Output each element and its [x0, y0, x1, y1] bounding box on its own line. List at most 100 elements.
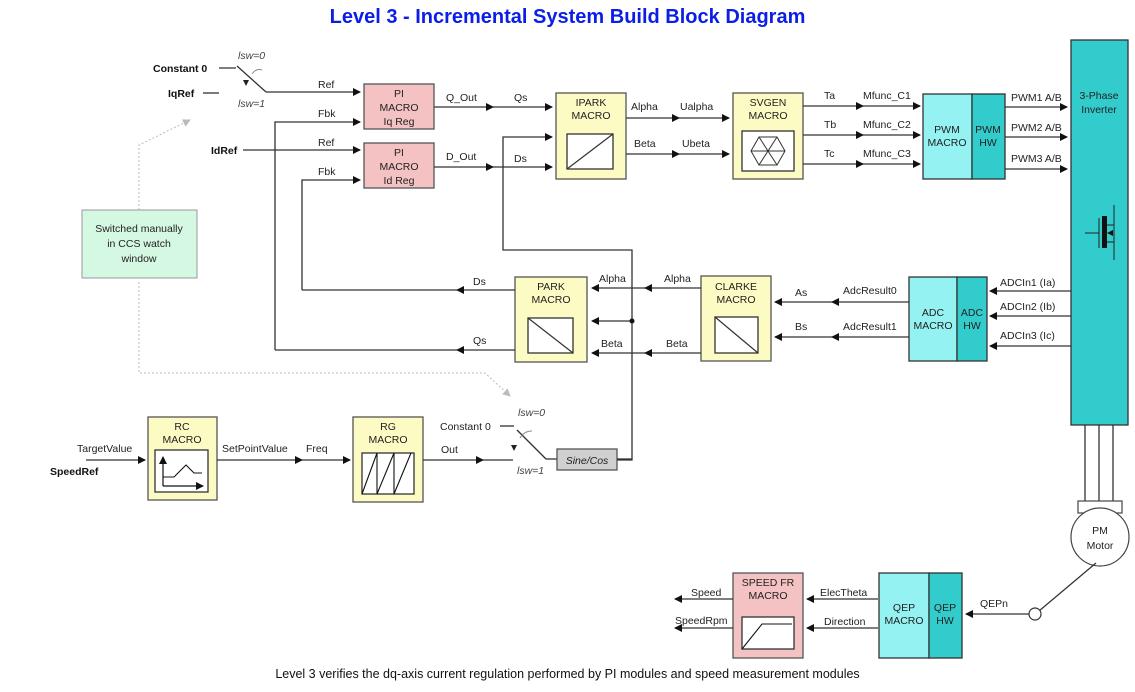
svg-text:Motor: Motor: [1087, 540, 1114, 552]
qep-macro-block[interactable]: QEP MACRO: [878, 572, 930, 659]
svg-text:MACRO: MACRO: [571, 110, 610, 122]
bottom-switch[interactable]: Constant 0 lsw=0 lsw=1: [440, 407, 547, 477]
mfunc-c2-label: Mfunc_C2: [863, 119, 911, 131]
pi-iq-reg-block[interactable]: PI MACRO Iq Reg: [363, 83, 435, 130]
svg-text:PI: PI: [394, 88, 404, 100]
idref-label: IdRef: [211, 145, 238, 157]
pwm-hw-block[interactable]: PWM HW: [971, 93, 1006, 180]
rc-macro-block[interactable]: RC MACRO: [147, 416, 218, 501]
svg-text:MACRO: MACRO: [748, 590, 787, 602]
ds-in-label: Ds: [514, 153, 527, 165]
adcin1-label: ADCIn1 (Ia): [1000, 277, 1055, 289]
svg-text:in CCS watch: in CCS watch: [107, 238, 171, 250]
fbk-id-label: Fbk: [318, 166, 336, 178]
speed-fr-macro-block[interactable]: SPEED FR MACRO: [732, 572, 804, 659]
svg-text:IPARK: IPARK: [576, 97, 607, 109]
ref-iq-label: Ref: [318, 79, 334, 91]
svg-text:window: window: [120, 253, 156, 265]
svg-text:Id Reg: Id Reg: [384, 175, 415, 187]
bs-label: Bs: [795, 321, 807, 333]
constant0-bottom-label: Constant 0: [440, 421, 491, 433]
svg-text:Switched manually: Switched manually: [95, 223, 183, 235]
bottom-lsw1-label: lsw=1: [517, 465, 544, 477]
top-switch[interactable]: Constant 0 IqRef lsw=0 lsw=1: [153, 50, 267, 110]
adcresult0-label: AdcResult0: [843, 285, 897, 297]
pm-motor[interactable]: PM Motor: [1070, 500, 1130, 567]
tb-label: Tb: [824, 119, 836, 131]
svg-text:ADC: ADC: [922, 307, 945, 319]
ubeta-label: Ubeta: [682, 138, 710, 150]
clarke-alpha-label: Alpha: [664, 273, 691, 285]
mfunc-c3-label: Mfunc_C3: [863, 148, 911, 160]
three-phase-inverter-block[interactable]: 3-Phase Inverter: [1070, 39, 1129, 426]
ta-label: Ta: [824, 90, 835, 102]
svg-text:HW: HW: [963, 320, 981, 332]
top-lsw0-label: lsw=0: [238, 50, 265, 62]
pwm2-label: PWM2 A/B: [1011, 122, 1062, 134]
beta-out-label: Beta: [634, 138, 656, 150]
iqref-label: IqRef: [168, 88, 195, 100]
ipark-block[interactable]: IPARK MACRO: [555, 92, 627, 180]
svg-text:PARK: PARK: [537, 281, 565, 293]
pwm3-label: PWM3 A/B: [1011, 153, 1062, 165]
svg-text:MACRO: MACRO: [531, 294, 570, 306]
sine-cos-block[interactable]: Sine/Cos: [556, 448, 618, 471]
ds-feedback-wire: [301, 176, 361, 290]
mosfet-icon: [1085, 205, 1115, 260]
speedref-label: SpeedRef: [50, 466, 99, 478]
pwm1-label: PWM1 A/B: [1011, 92, 1062, 104]
svg-text:MACRO: MACRO: [379, 102, 418, 114]
svg-text:SVGEN: SVGEN: [750, 97, 787, 109]
svg-text:SPEED FR: SPEED FR: [742, 577, 795, 589]
qs-feedback-wire: [274, 118, 361, 350]
bottom-lsw0-label: lsw=0: [518, 407, 545, 419]
svg-text:PI: PI: [394, 147, 404, 159]
annotation-dotted-lines: [138, 119, 511, 397]
tc-label: Tc: [824, 148, 835, 160]
svg-text:RC: RC: [174, 421, 190, 433]
switch-note: Switched manually in CCS watch window: [81, 209, 198, 279]
svg-text:Inverter: Inverter: [1081, 104, 1117, 116]
adc-macro-block[interactable]: ADC MACRO: [908, 276, 958, 362]
speed-label: Speed: [691, 587, 722, 599]
theta-wire: [502, 133, 633, 461]
pi-id-reg-block[interactable]: PI MACRO Id Reg: [363, 142, 435, 189]
mfunc-c1-label: Mfunc_C1: [863, 90, 911, 102]
park-block[interactable]: PARK MACRO: [514, 276, 588, 363]
alpha-out-label: Alpha: [631, 101, 658, 113]
clarke-block[interactable]: CLARKE MACRO: [700, 275, 772, 362]
rg-macro-block[interactable]: RG MACRO: [352, 416, 424, 503]
adcin2-label: ADCIn2 (Ib): [1000, 301, 1055, 313]
svg-text:ADC: ADC: [961, 307, 984, 319]
ualpha-label: Ualpha: [680, 101, 713, 113]
constant0-top-label: Constant 0: [153, 63, 207, 75]
svg-text:PWM: PWM: [934, 124, 960, 136]
svg-text:MACRO: MACRO: [162, 434, 201, 446]
svg-text:3-Phase: 3-Phase: [1079, 90, 1118, 102]
svg-text:QEP: QEP: [934, 602, 956, 614]
svgen-block[interactable]: SVGEN MACRO: [732, 92, 804, 180]
svg-text:MACRO: MACRO: [379, 161, 418, 173]
as-label: As: [795, 287, 807, 299]
park-ds-label: Ds: [473, 276, 486, 288]
encoder-icon: [1028, 607, 1042, 621]
svg-text:RG: RG: [380, 421, 396, 433]
top-switch-blade: [236, 65, 267, 93]
park-alpha-label: Alpha: [599, 273, 626, 285]
svg-text:MACRO: MACRO: [884, 615, 923, 627]
svg-text:CLARKE: CLARKE: [715, 281, 757, 293]
adc-hw-block[interactable]: ADC HW: [956, 276, 988, 362]
q-out-label: Q_Out: [446, 92, 477, 104]
park-qs-label: Qs: [473, 335, 486, 347]
setpointvalue-label: SetPointValue: [222, 443, 288, 455]
d-out-label: D_Out: [446, 151, 476, 163]
qep-hw-block[interactable]: QEP HW: [928, 572, 963, 659]
svg-text:QEP: QEP: [893, 602, 915, 614]
direction-label: Direction: [824, 616, 866, 628]
svg-text:MACRO: MACRO: [368, 434, 407, 446]
svg-text:PM: PM: [1092, 525, 1108, 537]
targetvalue-label: TargetValue: [77, 443, 132, 455]
pwm-macro-block[interactable]: PWM MACRO: [922, 93, 973, 180]
electheta-label: ElecTheta: [820, 587, 867, 599]
bottom-switch-blade: [516, 429, 547, 460]
